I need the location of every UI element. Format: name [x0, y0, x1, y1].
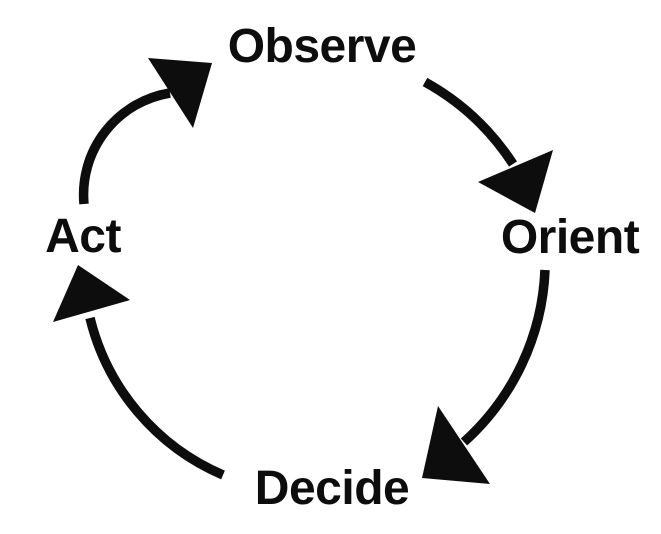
node-label-decide: Decide	[254, 462, 410, 515]
arrow-observe-to-orient-icon	[422, 77, 553, 213]
node-label-act: Act	[45, 210, 121, 263]
arrow-observe-to-orient-head-icon	[478, 150, 553, 213]
arrow-decide-to-act-head-icon	[53, 265, 130, 322]
arrow-act-to-observe-curve	[78, 88, 171, 205]
arrow-orient-to-decide-head-icon	[422, 406, 490, 484]
node-label-observe: Observe	[227, 20, 417, 73]
arrow-act-to-observe-head-icon	[148, 58, 212, 128]
arrow-act-to-observe-icon	[78, 58, 212, 205]
arrow-orient-to-decide-curve	[460, 269, 550, 446]
node-label-orient: Orient	[500, 211, 640, 264]
arrow-observe-to-orient-curve	[422, 77, 517, 167]
arrow-decide-to-act-curve	[85, 316, 225, 480]
arrow-orient-to-decide-icon	[422, 269, 550, 484]
arrow-decide-to-act-icon	[53, 265, 225, 480]
